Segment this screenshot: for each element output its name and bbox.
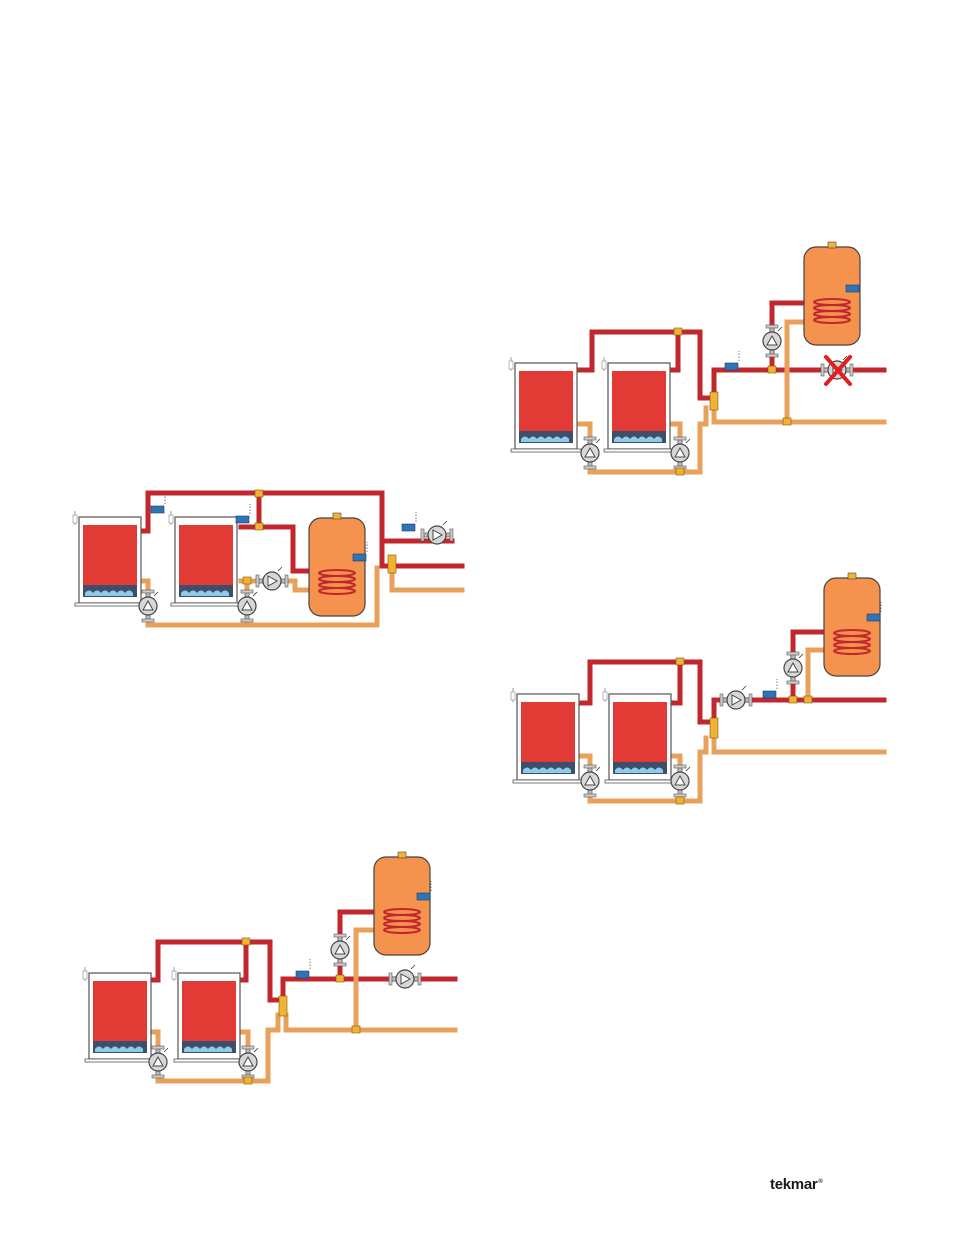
- sensor-icon: [763, 679, 777, 698]
- boiler-icon: [172, 967, 244, 1062]
- pump-icon: [139, 590, 158, 622]
- sensor-icon: [725, 351, 739, 370]
- indirect-tank-icon: [309, 513, 365, 616]
- sensor-icon: [236, 504, 250, 523]
- brand-name: tekmar: [770, 1176, 817, 1193]
- tee-fitting-icon: [804, 696, 812, 703]
- diagram-a: [73, 490, 462, 625]
- pump-icon: [331, 934, 350, 966]
- pump-icon: [671, 437, 690, 469]
- pump-icon: [581, 437, 600, 469]
- boiler-icon: [602, 357, 674, 452]
- tee-fitting-icon: [244, 1077, 252, 1084]
- tee-fitting-icon: [255, 523, 263, 530]
- pump-icon: [581, 765, 600, 797]
- tee-fitting-icon: [352, 1026, 360, 1033]
- pump-icon: [671, 765, 690, 797]
- sensor-icon: [296, 959, 310, 978]
- tee-fitting-icon: [279, 996, 287, 1016]
- tee-fitting-icon: [388, 555, 396, 573]
- indirect-tank-icon: [824, 573, 880, 676]
- tee-fitting-icon: [789, 696, 797, 703]
- boiler-icon: [603, 688, 675, 783]
- tee-fitting-icon: [255, 490, 263, 497]
- brand-logo: tekmar®: [770, 1176, 823, 1193]
- tee-fitting-icon: [242, 938, 250, 945]
- boiler-icon: [169, 511, 241, 606]
- indirect-tank-icon: [804, 242, 860, 345]
- tee-fitting-icon: [676, 468, 684, 475]
- diagram-c: [83, 852, 455, 1084]
- sensor-icon: [151, 494, 165, 513]
- tee-fitting-icon: [676, 658, 684, 665]
- indirect-tank-icon: [374, 852, 430, 955]
- tee-fitting-icon: [710, 392, 718, 410]
- pump-icon: [763, 325, 782, 357]
- tee-fitting-icon: [336, 975, 344, 982]
- tee-fitting-icon: [710, 718, 718, 738]
- sensor-icon: [402, 512, 416, 531]
- diagram-d: [511, 573, 884, 804]
- pump-icon: [239, 1046, 258, 1078]
- pump-icon: [784, 652, 803, 684]
- boiler-icon: [73, 511, 145, 606]
- brand-mark: ®: [818, 1179, 822, 1185]
- tee-fitting-icon: [676, 797, 684, 804]
- tee-fitting-icon: [783, 418, 791, 425]
- boiler-icon: [83, 967, 155, 1062]
- boiler-icon: [509, 357, 581, 452]
- diagram-b: [509, 242, 884, 475]
- boiler-icon: [511, 688, 583, 783]
- tee-fitting-icon: [674, 328, 682, 335]
- tee-fitting-icon: [768, 366, 776, 373]
- tee-fitting-icon: [243, 577, 251, 584]
- pump-icon: [238, 590, 257, 622]
- pump-icon: [149, 1046, 168, 1078]
